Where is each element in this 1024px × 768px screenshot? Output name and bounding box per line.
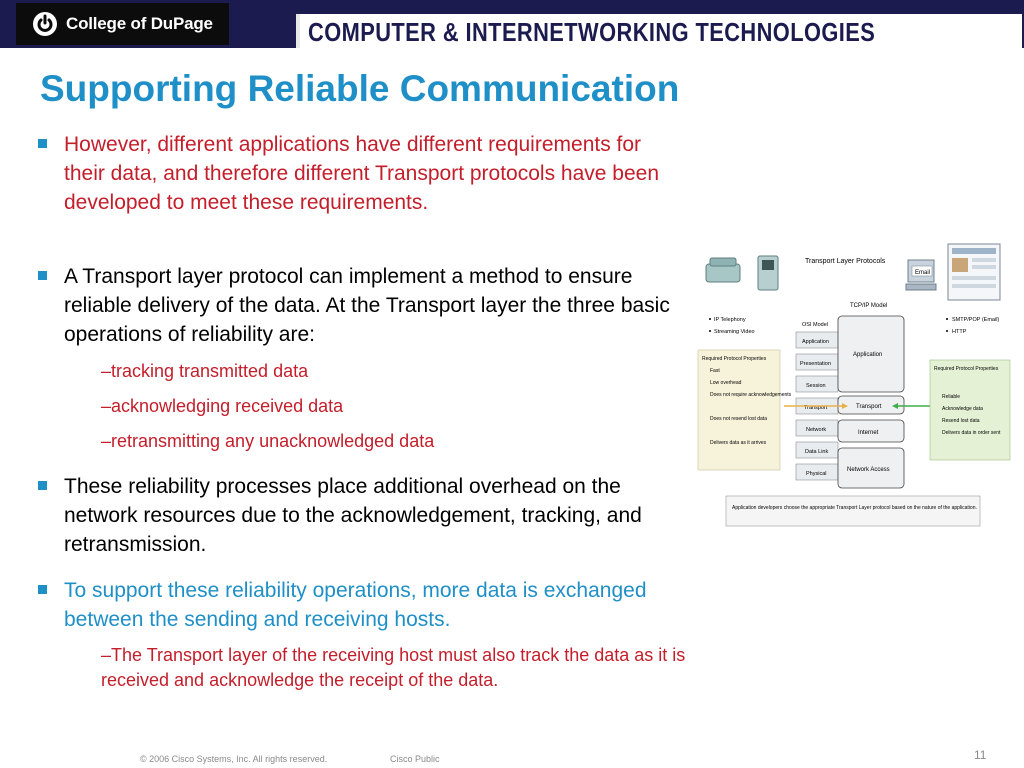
app-streaming-video: Streaming Video [714, 329, 755, 335]
tcpip-layer-internet: Internet [858, 430, 879, 436]
sub-bullet: –The Transport layer of the receiving ho… [101, 645, 686, 690]
bullet-item: A Transport layer protocol can implement… [38, 262, 678, 349]
arrow-left-icon [892, 403, 898, 409]
header-bar: College of DuPage COMPUTER & INTERNETWOR… [0, 0, 1024, 48]
page-number: 11 [974, 748, 987, 762]
program-banner: COMPUTER & INTERNETWORKING TECHNOLOGIES [296, 14, 1022, 48]
ip-phone-icon [705, 257, 741, 283]
bullet-square-icon [38, 271, 47, 280]
bullet-text: A Transport layer protocol can implement… [64, 265, 670, 346]
app-http: HTTP [952, 329, 967, 335]
left-property: Delivers data as it arrives [710, 440, 767, 446]
right-property: Delivers data in order sent [942, 430, 1001, 436]
bullet-text: To support these reliability operations,… [64, 579, 647, 631]
footer-classification: Cisco Public [390, 754, 440, 764]
sub-bullet: –retransmitting any unacknowledged data [101, 431, 435, 451]
bullet-text: However, different applications have dif… [64, 133, 659, 214]
college-logo: College of DuPage [16, 3, 229, 45]
left-property: Does not require acknowledgements [710, 392, 792, 398]
app-ip-telephony: IP Telephony [714, 317, 746, 323]
osi-layer-data-link: Data Link [805, 449, 828, 455]
video-phone-icon [757, 255, 779, 291]
bullet-square-icon [38, 139, 47, 148]
email-label: Email [915, 270, 930, 276]
arrow-right-icon [842, 403, 848, 409]
osi-layer-network: Network [806, 427, 826, 433]
osi-layer-presentation: Presentation [800, 361, 831, 367]
left-properties-box [697, 349, 781, 471]
sub-bullet: –tracking transmitted data [101, 361, 309, 381]
left-properties-title: Required Protocol Properties [702, 356, 767, 362]
osi-layer-application: Application [802, 339, 829, 345]
bullet-item: These reliability processes place additi… [38, 472, 678, 559]
app-smtp-pop: SMTP/POP (Email) [952, 317, 999, 323]
bullet-item: To support these reliability operations,… [38, 576, 678, 634]
left-property: Fast [710, 368, 720, 374]
web-page-icon [947, 243, 1001, 301]
bullet-square-icon [38, 585, 47, 594]
diagram-caption-box [725, 495, 981, 527]
bullet-item: However, different applications have dif… [38, 130, 678, 217]
sub-bullet: –acknowledging received data [101, 396, 344, 416]
osi-layer-transport: Transport [804, 405, 828, 411]
college-logo-text: College of DuPage [66, 14, 213, 33]
slide-title: Supporting Reliable Communication [40, 68, 680, 109]
osi-layer-physical: Physical [806, 471, 826, 477]
tcpip-layers [837, 315, 905, 489]
tcpip-layer-network-access: Network Access [847, 467, 890, 473]
diagram-caption: Application developers choose the approp… [732, 505, 977, 511]
bullet-square-icon [38, 481, 47, 490]
left-property: Does not resend lost data [710, 416, 767, 422]
tcpip-layer-transport: Transport [856, 404, 882, 410]
tcpip-model-label: TCP/IP Model [850, 303, 887, 309]
right-property: Resend lost data [942, 418, 980, 424]
transport-protocols-diagram: Transport Layer Protocols Email TCP/IP M… [696, 238, 1016, 538]
diagram-title: Transport Layer Protocols [805, 258, 886, 265]
osi-layer-session: Session [806, 383, 826, 389]
left-property: Low overhead [710, 380, 742, 386]
right-property: Reliable [942, 394, 960, 400]
bullet-text: These reliability processes place additi… [64, 475, 642, 556]
footer-copyright: © 2006 Cisco Systems, Inc. All rights re… [140, 754, 328, 764]
program-banner-text: COMPUTER & INTERNETWORKING TECHNOLOGIES [308, 17, 876, 47]
tcpip-layer-application: Application [853, 352, 882, 358]
right-properties-title: Required Protocol Properties [934, 366, 999, 372]
right-property: Acknowledge data [942, 406, 983, 412]
right-properties-box [929, 359, 1011, 461]
college-logo-icon [33, 12, 57, 36]
osi-model-label: OSI Model [802, 322, 828, 328]
